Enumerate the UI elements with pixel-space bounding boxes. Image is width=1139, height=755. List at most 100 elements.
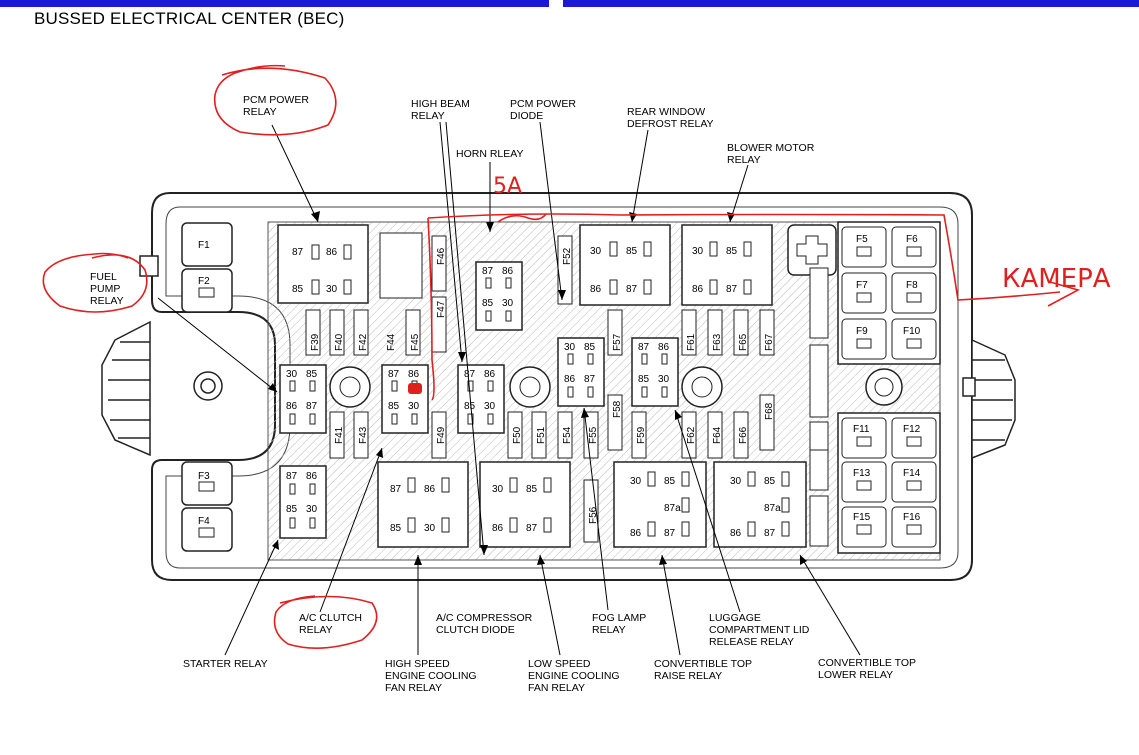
svg-text:85: 85 [286, 504, 298, 515]
label-blower-2: RELAY [727, 154, 761, 166]
circle-fuel-pump-relay [42, 252, 148, 313]
svg-text:F4: F4 [198, 516, 210, 527]
top-banner-bar [0, 0, 1139, 7]
svg-text:30: 30 [492, 484, 504, 495]
svg-text:F2: F2 [198, 276, 210, 287]
svg-text:F43: F43 [358, 426, 369, 444]
svg-text:30: 30 [630, 476, 642, 487]
bolt-right [681, 366, 723, 408]
leader-arrowheads [268, 211, 807, 565]
bolt-left [329, 366, 371, 408]
annotation-5a: 5A [493, 174, 522, 199]
svg-text:F45: F45 [410, 333, 421, 351]
label-fog-lamp-2: RELAY [592, 624, 626, 636]
svg-text:F59: F59 [636, 426, 647, 444]
label-ls-fan-1: LOW SPEED [528, 658, 591, 670]
label-conv-lower-2: LOWER RELAY [818, 669, 893, 681]
fuse-F15: F15 [841, 506, 887, 548]
label-luggage-2: COMPARTMENT LID [709, 624, 810, 636]
circle-pcm-power-relay [213, 64, 337, 136]
svg-text:86: 86 [286, 401, 298, 412]
fuse-F1: F1 [181, 222, 233, 267]
mini-fuse-labels: F39 F40 F42 F44 F45 F46 F47 F52 F57 F61 … [310, 247, 775, 524]
circle-camera-region [427, 213, 1061, 301]
fuse-F12: F12 [891, 417, 937, 459]
svg-text:86: 86 [692, 284, 704, 295]
svg-text:F56: F56 [588, 506, 599, 524]
svg-text:F6: F6 [906, 234, 918, 245]
svg-text:30: 30 [502, 298, 514, 309]
fuse-F8: F8 [891, 272, 937, 314]
svg-text:F44: F44 [386, 333, 397, 351]
circle-camera-left-edge [427, 217, 435, 401]
svg-text:F64: F64 [712, 426, 723, 444]
svg-text:F66: F66 [738, 426, 749, 444]
svg-text:F5: F5 [856, 234, 868, 245]
fuse-F16: F16 [891, 506, 937, 548]
svg-text:30: 30 [484, 401, 496, 412]
svg-text:30: 30 [730, 476, 742, 487]
label-fuel-pump-2: PUMP [90, 283, 120, 295]
circle-ac-clutch-relay [273, 595, 378, 649]
svg-text:86: 86 [326, 247, 338, 258]
svg-text:86: 86 [408, 369, 420, 380]
svg-text:F13: F13 [853, 468, 871, 479]
page-title: BUSSED ELECTRICAL CENTER (BEC) [34, 9, 345, 28]
svg-text:85: 85 [482, 298, 494, 309]
label-conv-raise-2: RAISE RELAY [654, 670, 722, 682]
mini-fuse-row-top [305, 232, 775, 356]
svg-text:87: 87 [638, 342, 650, 353]
svg-text:85: 85 [464, 401, 476, 412]
label-pcm-diode-1: PCM POWER [510, 98, 576, 110]
relay-conv-top-raise: 30 85 87a 86 87 [613, 461, 707, 548]
svg-text:F54: F54 [562, 426, 573, 444]
svg-text:85: 85 [292, 284, 304, 295]
svg-text:F10: F10 [903, 326, 921, 337]
svg-text:F1: F1 [198, 240, 210, 251]
svg-text:85: 85 [626, 246, 638, 257]
label-rear-defrost-2: DEFROST RELAY [627, 118, 714, 130]
right-mount [962, 338, 1016, 460]
label-rear-defrost-1: REAR WINDOW [627, 106, 705, 118]
label-pcm-power-relay-1: PCM POWER [243, 94, 309, 106]
svg-text:F16: F16 [903, 512, 921, 523]
mini-fuse-row-bottom [329, 394, 775, 543]
fuse-F7: F7 [841, 272, 887, 314]
five-amp-scribble [497, 213, 547, 223]
svg-text:F9: F9 [856, 326, 868, 337]
svg-text:30: 30 [306, 504, 318, 515]
svg-text:30: 30 [564, 342, 576, 353]
bolt-center [509, 366, 551, 408]
svg-text:F11: F11 [853, 424, 870, 435]
banner-marker [549, 0, 563, 7]
svg-text:F57: F57 [612, 333, 623, 351]
svg-text:86: 86 [484, 369, 496, 380]
label-starter-relay: STARTER RELAY [183, 658, 268, 670]
svg-text:F51: F51 [536, 426, 547, 444]
svg-text:F58: F58 [612, 400, 623, 418]
label-pcm-power-relay-2: RELAY [243, 106, 277, 118]
svg-text:F65: F65 [738, 333, 749, 351]
relay-hs-cooling-fan: 87 86 85 30 [377, 461, 469, 548]
label-ac-diode-2: CLUTCH DIODE [436, 624, 515, 636]
svg-text:85: 85 [726, 246, 738, 257]
relay-rear-defrost: 30 85 86 87 [579, 224, 671, 306]
label-conv-lower-1: CONVERTIBLE TOP [818, 657, 916, 669]
fuse-F9: F9 [841, 318, 887, 360]
svg-text:85: 85 [390, 523, 402, 534]
svg-text:86: 86 [306, 471, 318, 482]
label-ls-fan-2: ENGINE COOLING [528, 670, 620, 682]
label-ac-diode-1: A/C COMPRESSOR [436, 612, 533, 624]
arrow-camera [1047, 281, 1081, 307]
svg-text:85: 85 [584, 342, 596, 353]
fuse-F5: F5 [841, 226, 887, 268]
svg-text:F63: F63 [712, 333, 723, 351]
svg-text:30: 30 [286, 369, 298, 380]
svg-text:30: 30 [326, 284, 338, 295]
fuse-F10: F10 [891, 318, 937, 360]
label-high-beam-1: HIGH BEAM [411, 98, 470, 110]
